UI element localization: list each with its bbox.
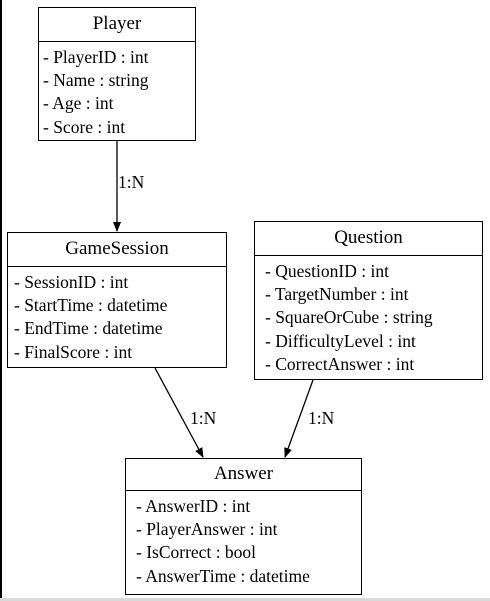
- field-gamesession-sessionid: - SessionID : int: [14, 272, 129, 292]
- edge-question-answer-line: [284, 379, 314, 458]
- entity-gamesession-fields: - SessionID : int - StartTime : datetime…: [8, 267, 226, 364]
- entity-gamesession[interactable]: GameSession - SessionID : int - StartTim…: [7, 232, 227, 368]
- entity-question[interactable]: Question - QuestionID : int - TargetNumb…: [254, 221, 483, 380]
- entity-question-title: Question: [255, 222, 482, 256]
- edge-player-gamesession: 1:N: [113, 141, 145, 232]
- field-player-age: - Age : int: [43, 93, 114, 114]
- frame-bottom-border: [0, 598, 490, 601]
- field-question-targetnumber: - TargetNumber : int: [265, 284, 409, 305]
- edge-question-answer-label: 1:N: [308, 408, 335, 428]
- edge-gamesession-answer-label: 1:N: [190, 408, 217, 428]
- field-answer-playeranswer: - PlayerAnswer : int: [136, 519, 278, 540]
- entity-gamesession-title: GameSession: [8, 233, 226, 267]
- entity-answer-fields: - AnswerID : int - PlayerAnswer : int - …: [126, 491, 361, 588]
- field-gamesession-endtime: - EndTime : datetime: [14, 318, 163, 339]
- edge-gamesession-answer: 1:N: [154, 367, 217, 458]
- field-question-correctanswer: - CorrectAnswer : int: [265, 353, 415, 374]
- entity-player[interactable]: Player - PlayerID : int - Name : string …: [38, 7, 196, 141]
- entity-answer[interactable]: Answer - AnswerID : int - PlayerAnswer :…: [125, 458, 362, 595]
- entity-player-fields: - PlayerID : int - Name : string - Age :…: [39, 42, 195, 139]
- field-player-name: - Name : string: [43, 70, 149, 91]
- edge-gamesession-answer-line: [154, 367, 204, 458]
- edge-player-gamesession-label: 1:N: [118, 172, 145, 192]
- field-player-playerid: - PlayerID : int: [43, 47, 149, 67]
- entity-player-title: Player: [39, 8, 195, 42]
- field-question-squareorcube: - SquareOrCube : string: [265, 307, 433, 328]
- field-answer-iscorrect: - IsCorrect : bool: [136, 542, 257, 563]
- entity-answer-title: Answer: [126, 459, 361, 491]
- frame-left-border: [0, 0, 2, 601]
- field-question-questionid: - QuestionID : int: [265, 261, 389, 281]
- field-answer-answertime: - AnswerTime : datetime: [136, 565, 310, 586]
- field-question-difficultylevel: - DifficultyLevel : int: [265, 330, 416, 351]
- edge-question-answer: 1:N: [284, 379, 335, 458]
- field-gamesession-starttime: - StartTime : datetime: [14, 295, 168, 316]
- entity-question-fields: - QuestionID : int - TargetNumber : int …: [255, 256, 482, 376]
- field-player-score: - Score : int: [43, 116, 126, 137]
- field-answer-answerid: - AnswerID : int: [136, 496, 251, 516]
- field-gamesession-finalscore: - FinalScore : int: [14, 341, 133, 362]
